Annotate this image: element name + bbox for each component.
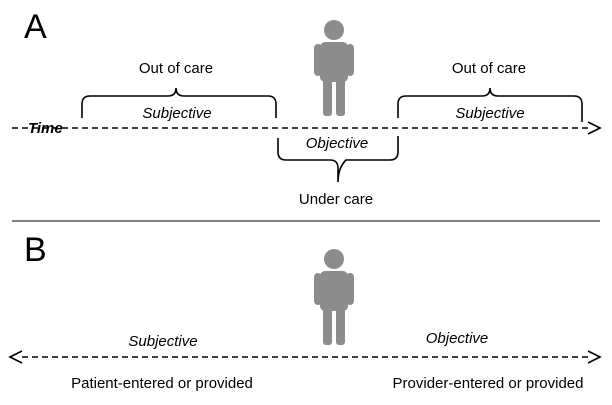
person-icon [314, 249, 354, 345]
out-of-care-left-label: Out of care [139, 60, 213, 77]
objective-label: Objective [306, 135, 369, 152]
subjective-left-label: Subjective [142, 105, 211, 122]
right-out-of-care-brace [397, 87, 583, 122]
panel-a-letter: A [24, 8, 47, 46]
panel-a: A Time Out of care Subjective Objective … [12, 8, 602, 208]
out-of-care-right-label: Out of care [452, 60, 526, 77]
left-out-of-care-brace [81, 87, 277, 118]
under-care-brace [277, 136, 399, 183]
spectrum-right-arrowhead [587, 350, 602, 364]
panel-b: B Subjective Objective Patient-entered o… [8, 231, 602, 392]
person-icon [314, 20, 354, 116]
objective-b-label: Objective [426, 330, 489, 347]
time-axis-arrowhead [587, 121, 602, 135]
subjective-b-label: Subjective [128, 333, 197, 350]
provider-entered-label: Provider-entered or provided [393, 375, 584, 392]
panel-b-letter: B [24, 231, 47, 269]
patient-entered-label: Patient-entered or provided [71, 375, 253, 392]
spectrum-left-arrowhead [8, 350, 23, 364]
time-label: Time [28, 120, 63, 137]
under-care-label: Under care [299, 191, 373, 208]
subjective-right-label: Subjective [455, 105, 524, 122]
